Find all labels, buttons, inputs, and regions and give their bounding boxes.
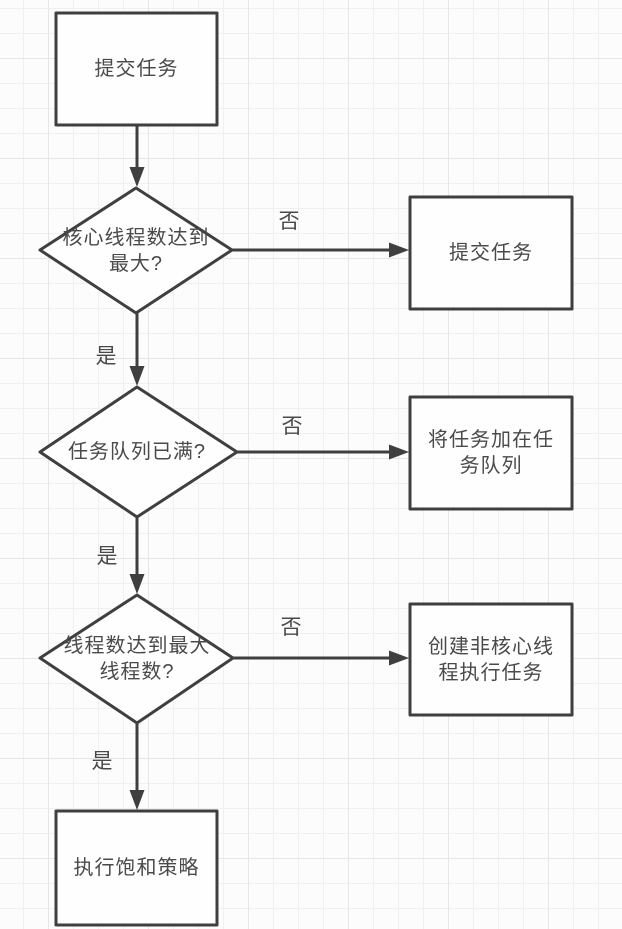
node-create-noncore-thread-label-line2: 程执行任务 (438, 661, 544, 684)
node-start-shape (54, 11, 219, 127)
node-decision-core-threads-shape (38, 186, 234, 315)
node-decision-max-threads-label-line1: 线程数达到最大 (63, 635, 211, 657)
arrowhead-d2-no (389, 444, 409, 460)
node-decision-core-threads-label-line1: 核心线程数达到 (62, 226, 210, 249)
edge-label-d1-yes: 是 (95, 345, 117, 368)
edge-label-d2-no: 否 (281, 415, 303, 438)
node-submit-direct-label: 提交任务 (449, 242, 533, 264)
node-decision-core-threads: 核心线程数达到 最大? (61, 188, 211, 313)
node-start: 提交任务 (56, 13, 217, 125)
node-decision-queue-full-shape (38, 385, 239, 519)
edge-label-d2-yes: 是 (96, 545, 118, 568)
node-decision-core-threads-label-line2: 最大? (108, 252, 164, 275)
edge-label-d3-no: 否 (280, 616, 302, 639)
arrowhead-d1-yes (129, 366, 145, 386)
arrowhead-d3-yes (129, 790, 145, 810)
edge-label-d3-yes: 是 (91, 750, 113, 773)
node-decision-max-threads-label-line2: 线程数? (99, 661, 175, 683)
node-decision-queue-full: 任务队列已满? (39, 387, 235, 517)
arrowhead-d1-no (389, 242, 409, 258)
node-saturation-policy-label: 执行饱和策略 (73, 857, 200, 879)
node-start-label: 提交任务 (94, 58, 179, 80)
node-decision-max-threads-shape (38, 593, 235, 725)
arrowhead-d3-no (389, 650, 409, 666)
node-enqueue-task-label-line1: 将任务加在任 (428, 429, 554, 451)
node-decision-queue-full-label: 任务队列已满? (67, 441, 207, 463)
node-create-noncore-thread-label-line1: 创建非核心线 (428, 635, 554, 658)
node-submit-direct-shape (408, 195, 574, 311)
node-saturation-policy-shape (54, 809, 219, 927)
node-saturation-policy: 执行饱和策略 (56, 811, 217, 925)
node-create-noncore-thread-shape (408, 602, 574, 717)
arrowhead-d2-yes (129, 574, 145, 594)
node-enqueue-task-label-line2: 务队列 (459, 455, 523, 477)
node-decision-max-threads: 线程数达到最大 线程数? (62, 595, 212, 723)
edge-label-d1-no: 否 (278, 210, 300, 233)
arrowhead-start-to-d1 (129, 167, 145, 187)
node-submit-direct: 提交任务 (410, 197, 572, 309)
node-enqueue-task: 将任务加在任 务队列 (410, 397, 572, 509)
node-enqueue-task-shape (408, 395, 574, 511)
node-create-noncore-thread: 创建非核心线 程执行任务 (410, 604, 572, 715)
